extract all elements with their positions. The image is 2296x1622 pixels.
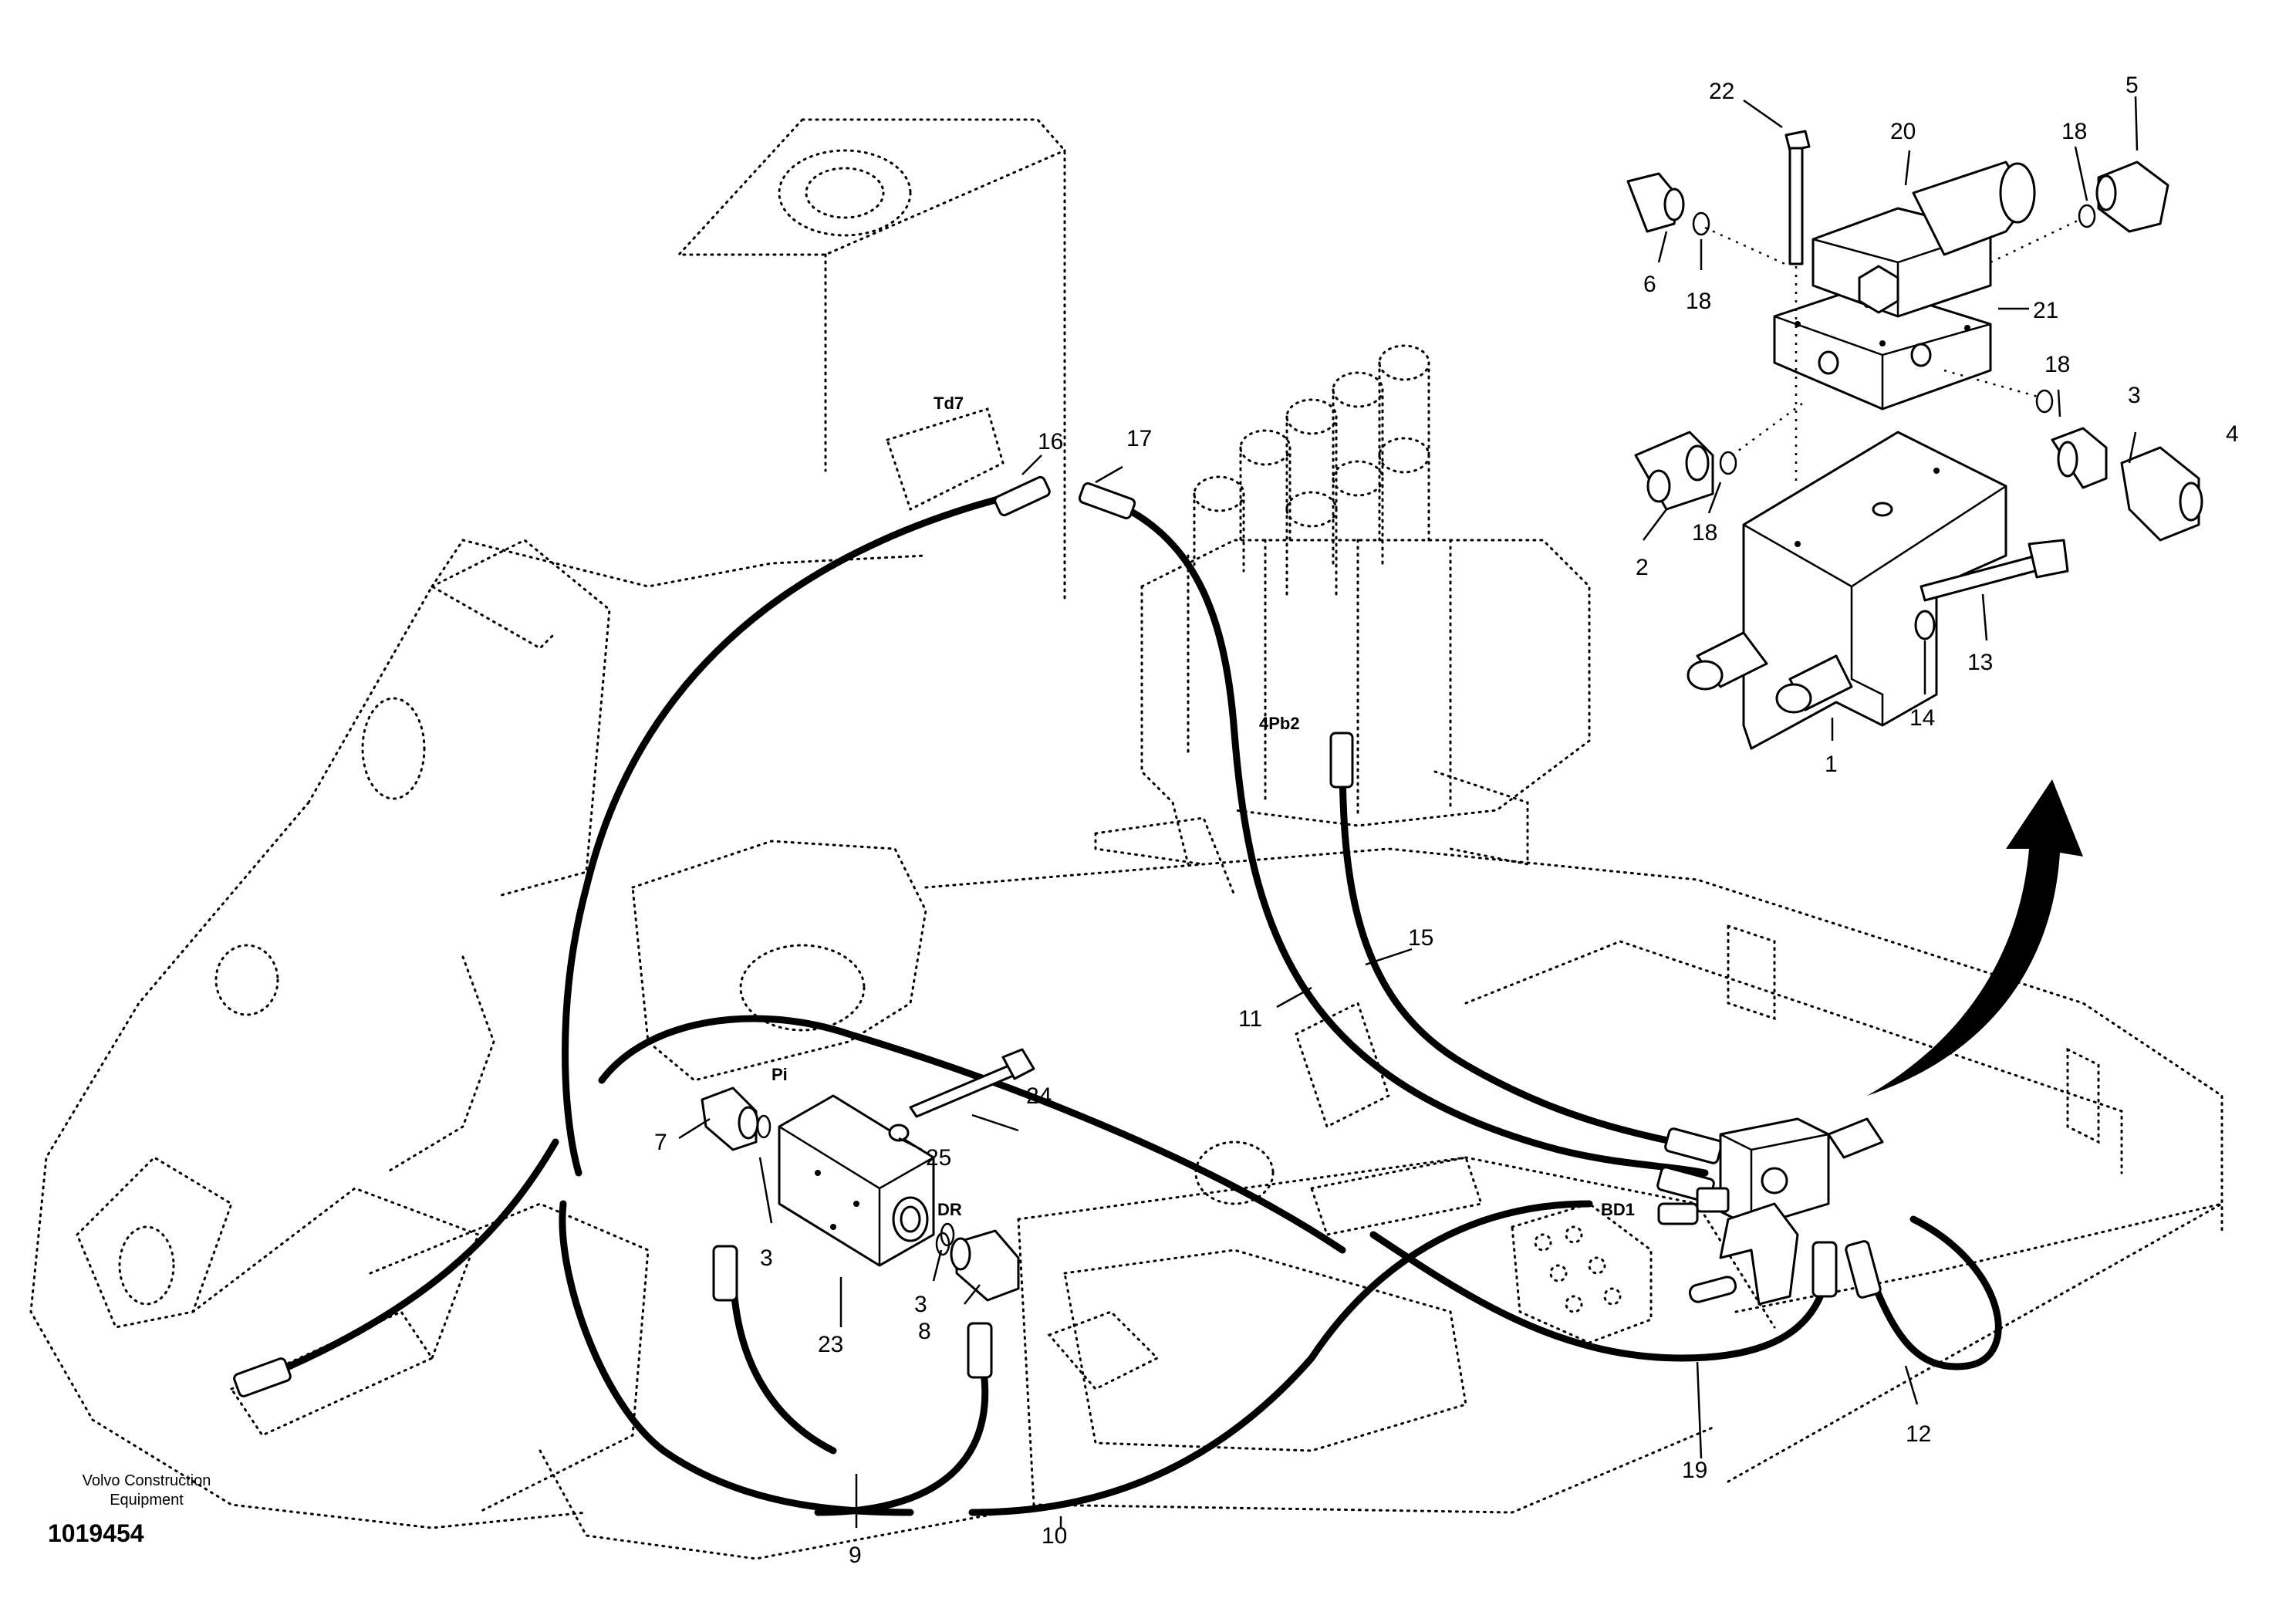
callout-18d: 18 [1692, 520, 1717, 546]
hose-10 [814, 1200, 1593, 1516]
callout-3c: 3 [914, 1292, 927, 1317]
hose-19 [1369, 1231, 1832, 1362]
leader-lines [678, 96, 2139, 1528]
callout-24: 24 [1026, 1083, 1052, 1109]
callout-11: 11 [1238, 1006, 1262, 1032]
company-line-2: Equipment [110, 1492, 184, 1509]
port-td7: Td7 [934, 394, 964, 413]
company-line-1: Volvo Construction [83, 1472, 211, 1489]
port-dr: DR [937, 1200, 962, 1219]
hose-fittings [233, 475, 1882, 1397]
hose-upper-loop [598, 1015, 1346, 1254]
hose-9 [559, 1200, 914, 1516]
drawing-number: 1019454 [48, 1519, 144, 1547]
callout-23: 23 [818, 1332, 843, 1357]
callout-1: 1 [1825, 752, 1838, 777]
callout-labels: 22 20 5 18 6 18 21 18 3 4 18 2 13 14 1 1… [654, 73, 2239, 1568]
callout-14: 14 [1909, 705, 1935, 731]
callout-2: 2 [1636, 555, 1649, 580]
hose-left [562, 490, 1022, 1177]
callout-3a: 3 [2128, 383, 2141, 408]
hoses [251, 490, 2002, 1516]
callout-21: 21 [2033, 298, 2058, 323]
callout-18b: 18 [1686, 289, 1711, 314]
exploded-valve-assembly [1626, 130, 2203, 750]
callout-8: 8 [918, 1319, 931, 1344]
port-pi: Pi [772, 1065, 788, 1084]
port-bd1: BD1 [1601, 1200, 1635, 1219]
callout-22: 22 [1709, 79, 1734, 104]
callout-18c: 18 [2044, 352, 2070, 377]
port-4pb2: 4Pb2 [1259, 714, 1300, 733]
callout-19: 19 [1682, 1458, 1707, 1483]
callout-12: 12 [1906, 1421, 1931, 1447]
port-labels: Td7 4Pb2 Pi DR BD1 [772, 394, 1635, 1219]
installed-valve [1657, 1117, 1884, 1306]
callout-17: 17 [1126, 426, 1152, 451]
callout-6: 6 [1643, 272, 1656, 297]
callout-20: 20 [1890, 119, 1916, 144]
callout-5: 5 [2125, 73, 2139, 98]
hose-lower-left [251, 1138, 559, 1385]
hose-12 [1863, 1215, 2002, 1370]
pilot-block-23 [701, 1048, 1035, 1302]
footer: Volvo Construction Equipment 1019454 [48, 1472, 211, 1547]
hose-15 [1339, 752, 1717, 1154]
background-frame [29, 118, 2223, 1560]
hose-9b [729, 1262, 837, 1455]
callout-16: 16 [1038, 429, 1063, 454]
callout-13: 13 [1967, 650, 1993, 675]
callout-7: 7 [654, 1130, 667, 1155]
callout-9: 9 [849, 1543, 862, 1568]
callout-25: 25 [926, 1145, 951, 1171]
hose-11 [1107, 498, 1709, 1177]
view-arrow [1867, 779, 2083, 1096]
callout-18a: 18 [2061, 119, 2087, 144]
callout-15: 15 [1408, 925, 1433, 951]
valve-spool-caps [1193, 344, 1430, 596]
callout-4: 4 [2226, 421, 2239, 447]
callout-3b: 3 [760, 1245, 773, 1271]
callout-10: 10 [1042, 1523, 1067, 1549]
